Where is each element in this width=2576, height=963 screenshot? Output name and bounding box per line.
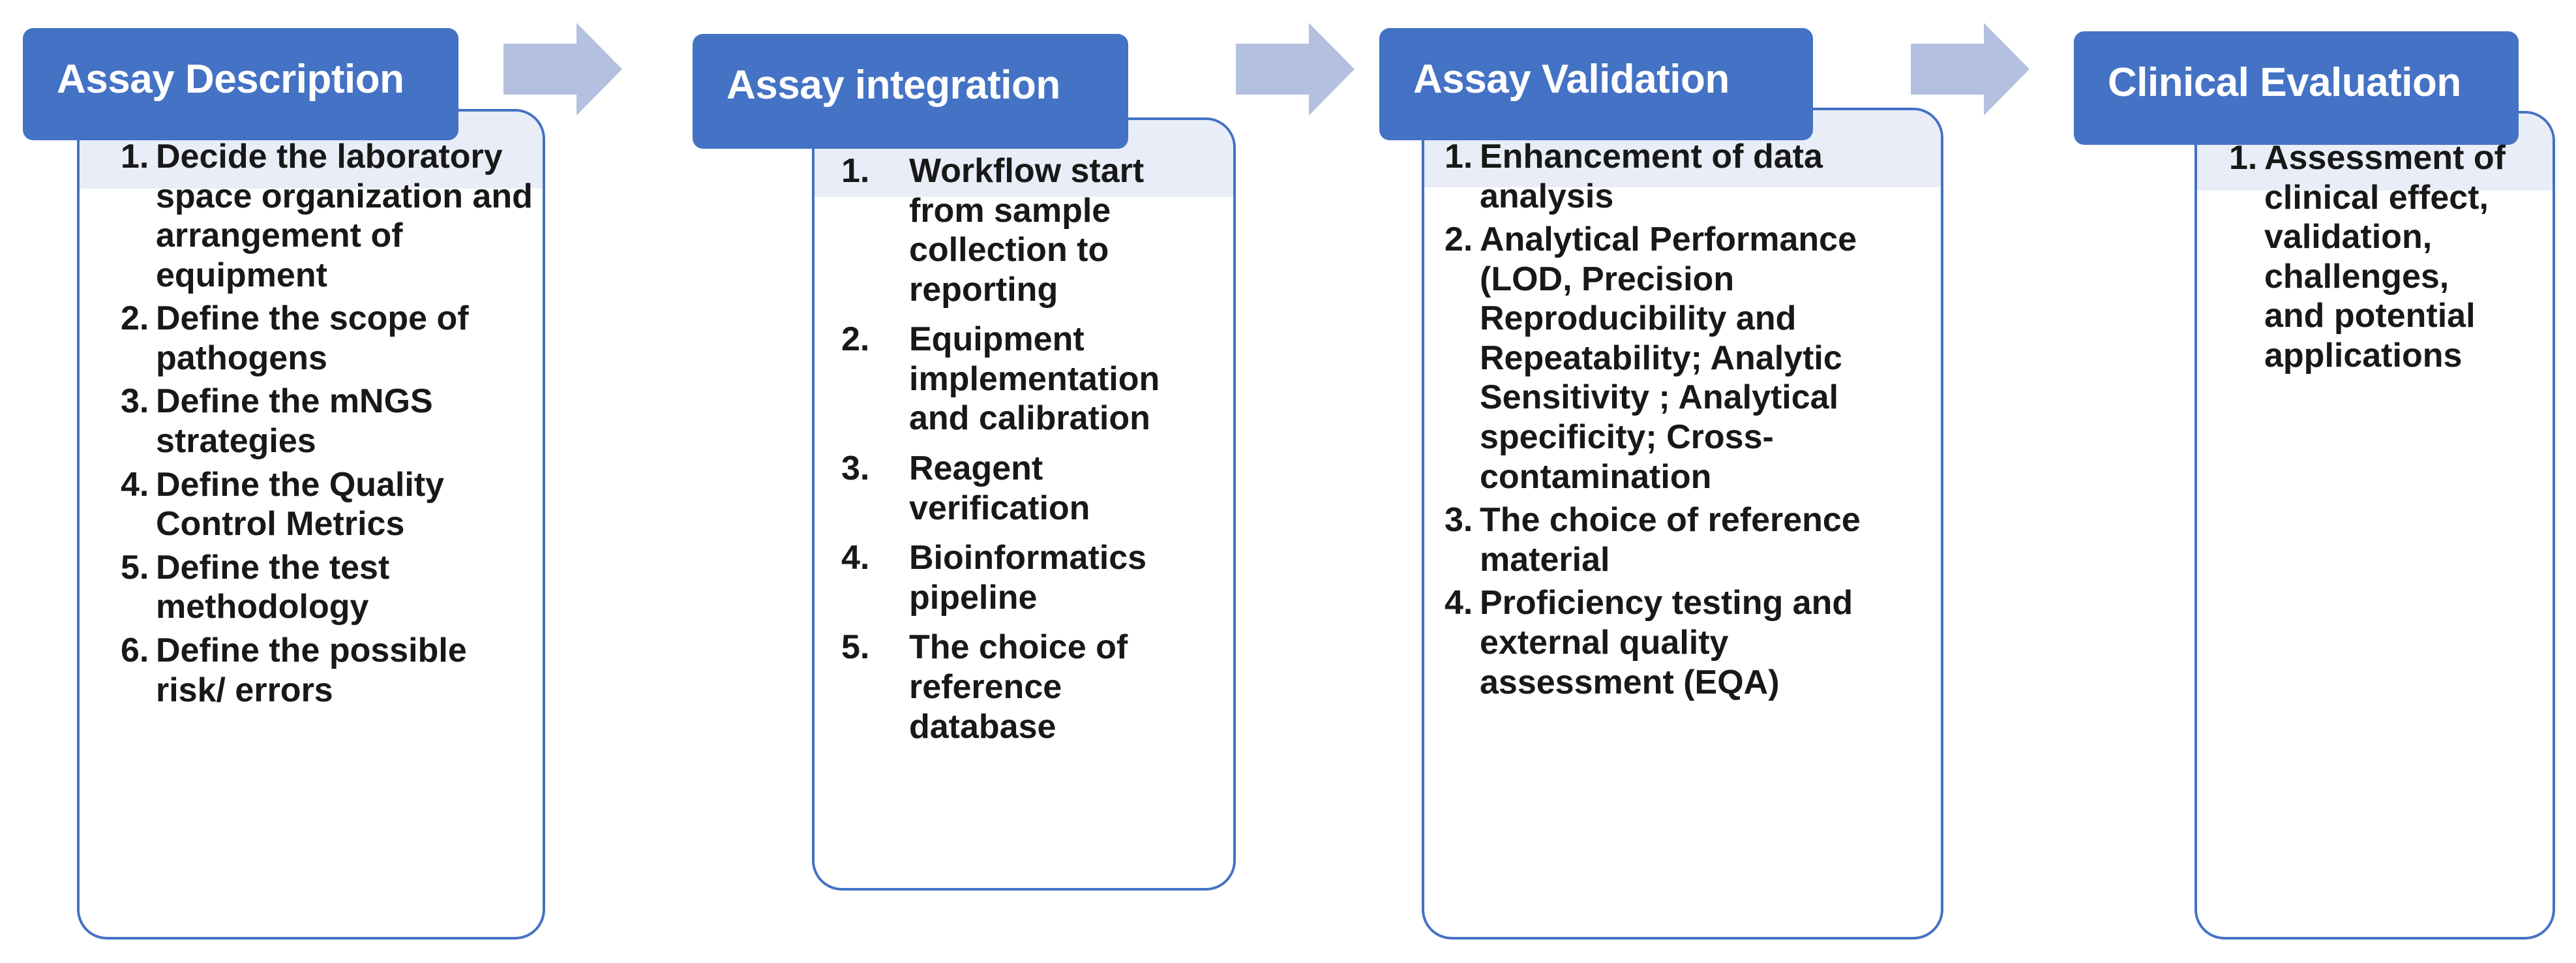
- list-item: 3. Define the mNGS strategies: [121, 382, 538, 461]
- list-item: 5. The choice of reference database: [841, 628, 1206, 746]
- step-text: Reagent verification: [909, 450, 1090, 527]
- clinical-evaluation-steps: 1. Assessment of clinical effect, valida…: [2229, 138, 2516, 379]
- assay-description-header[interactable]: Assay Description: [23, 28, 458, 140]
- step-number: 1.: [841, 152, 870, 190]
- step-number: 3.: [841, 450, 870, 488]
- step-text: The choice of reference database: [909, 628, 1128, 746]
- list-item: 4. Proficiency testing and external qual…: [1445, 583, 1927, 702]
- arrow-3-shape: [1911, 23, 2029, 115]
- step-text: Workflow start from sample collection to…: [909, 152, 1145, 309]
- step-number: 5.: [121, 548, 149, 587]
- step-number: 3.: [1445, 501, 1473, 540]
- list-item: 1. Workflow start from sample collection…: [841, 151, 1206, 309]
- step-text: Assessment of clinical effect, validatio…: [2264, 139, 2506, 374]
- list-item: 1. Enhancement of data analysis: [1445, 137, 1927, 216]
- step-text: The choice of reference material: [1480, 501, 1861, 579]
- list-item: 3. Reagent verification: [841, 449, 1206, 528]
- step-text: Equipment implementation and calibration: [909, 320, 1160, 438]
- step-number: 2.: [121, 299, 149, 338]
- arrow-right-icon-1: [503, 23, 622, 115]
- assay-integration-title: Assay integration: [726, 63, 1060, 108]
- list-item: 2. Analytical Performance (LOD, Precisio…: [1445, 220, 1927, 497]
- step-number: 6.: [121, 631, 149, 669]
- step-text: Define the mNGS strategies: [156, 382, 433, 461]
- step-text: Proficiency testing and external quality…: [1480, 584, 1853, 701]
- assay-validation-steps: 1. Enhancement of data analysis 2. Analy…: [1445, 137, 1927, 706]
- step-number: 5.: [841, 628, 870, 667]
- step-text: Decide the laboratory space organization…: [156, 138, 533, 294]
- assay-validation-title: Assay Validation: [1413, 57, 1730, 102]
- list-item: 2. Equipment implementation and calibrat…: [841, 320, 1206, 438]
- assay-description-steps: 1. Decide the laboratory space organizat…: [121, 137, 538, 714]
- step-number: 3.: [121, 382, 149, 421]
- step-number: 4.: [841, 539, 870, 577]
- assay-validation-header[interactable]: Assay Validation: [1379, 28, 1813, 140]
- step-text: Bioinformatics pipeline: [909, 539, 1147, 617]
- list-item: 1. Assessment of clinical effect, valida…: [2229, 138, 2516, 375]
- list-item: 3. The choice of reference material: [1445, 500, 1927, 579]
- assay-integration-header[interactable]: Assay integration: [693, 34, 1128, 149]
- step-number: 4.: [1445, 584, 1473, 622]
- arrow-1-shape: [503, 23, 622, 115]
- step-text: Analytical Performance (LOD, Precision R…: [1480, 221, 1857, 496]
- arrow-right-icon-2: [1236, 23, 1355, 115]
- list-item: 5. Define the test methodology: [121, 548, 538, 627]
- clinical-evaluation-title: Clinical Evaluation: [2108, 60, 2461, 105]
- step-number: 2.: [1445, 221, 1473, 259]
- arrow-2-shape: [1236, 23, 1355, 115]
- step-text: Define the test methodology: [156, 548, 390, 626]
- list-item: 4. Define the Quality Control Metrics: [121, 465, 538, 544]
- step-number: 2.: [841, 320, 870, 359]
- step-text: Define the possible risk/ errors: [156, 631, 467, 709]
- step-text: Define the scope of pathogens: [156, 299, 469, 377]
- arrow-right-icon-3: [1911, 23, 2029, 115]
- step-text: Enhancement of data analysis: [1480, 138, 1823, 215]
- list-item: 4. Bioinformatics pipeline: [841, 538, 1206, 617]
- clinical-evaluation-header[interactable]: Clinical Evaluation: [2074, 31, 2519, 145]
- step-number: 1.: [2229, 139, 2258, 177]
- step-number: 1.: [121, 138, 149, 176]
- list-item: 1. Decide the laboratory space organizat…: [121, 137, 538, 295]
- step-text: Define the Quality Control Metrics: [156, 465, 445, 543]
- list-item: 2. Define the scope of pathogens: [121, 299, 538, 378]
- assay-integration-card: [812, 117, 1236, 891]
- assay-description-title: Assay Description: [57, 57, 404, 102]
- list-item: 6. Define the possible risk/ errors: [121, 631, 538, 710]
- step-number: 1.: [1445, 138, 1473, 176]
- step-number: 4.: [121, 465, 149, 504]
- assay-integration-steps: 1. Workflow start from sample collection…: [841, 151, 1206, 757]
